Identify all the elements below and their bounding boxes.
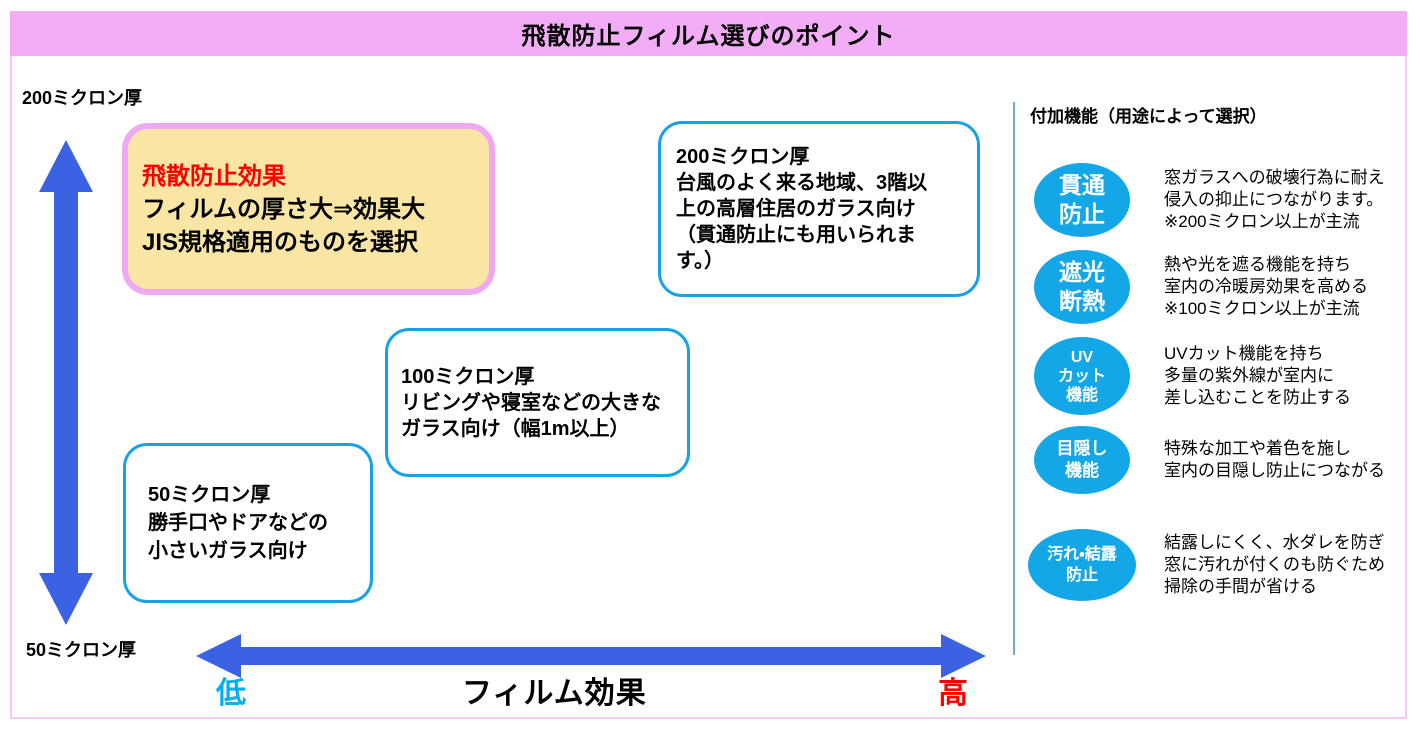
effect-axis-label: フィルム効果 bbox=[462, 677, 647, 710]
thickness-bottom-label: 50ミクロン厚 bbox=[26, 640, 137, 660]
feature-badge-slot: 遮光 断熱 bbox=[1028, 250, 1136, 324]
film-box-50: 50ミクロン厚 勝手口やドアなどの 小さいガラス向け bbox=[123, 443, 373, 603]
feature-description: UVカット機能を持ち 多量の紫外線が室内に 差し込むことを防止する bbox=[1164, 344, 1351, 407]
feature-description: 特殊な加工や着色を施し 室内の目隠し防止につながる bbox=[1164, 439, 1385, 480]
title-bar: 飛散防止フィルム選びのポイント bbox=[10, 11, 1407, 56]
feature-row-privacy: 目隠し 機能 特殊な加工や着色を施し 室内の目隠し防止につながる bbox=[1028, 422, 1410, 498]
features-heading: 付加機能（用途によって選択） bbox=[1030, 107, 1267, 126]
feature-badge: 汚れ・結露 防止 bbox=[1028, 529, 1136, 601]
feature-badge-label: UV カット 機能 bbox=[1057, 348, 1106, 404]
feature-badge: 貫通 防止 bbox=[1034, 163, 1130, 237]
feature-badge-label: 遮光 断熱 bbox=[1059, 259, 1105, 314]
feature-badge: 遮光 断熱 bbox=[1034, 250, 1130, 324]
thickness-top-label: 200ミクロン厚 bbox=[22, 88, 143, 108]
highlight-heading: 飛散防止効果 bbox=[142, 162, 286, 190]
effect-axis-double-arrow-icon bbox=[196, 634, 986, 678]
feature-row-penetration: 貫通 防止 窓ガラスへの破壊行為に耐え 侵入の抑止につながります。 ※200ミク… bbox=[1028, 160, 1410, 240]
feature-badge: 目隠し 機能 bbox=[1034, 426, 1130, 494]
film-box-title: 200ミクロン厚 bbox=[676, 146, 810, 168]
feature-description: 結露しにくく、水ダレを防ぎ 窓に汚れが付くのも防ぐため 掃除の手間が省ける bbox=[1164, 533, 1385, 596]
feature-badge-label: 貫通 防止 bbox=[1059, 172, 1105, 227]
feature-badge-slot: 目隠し 機能 bbox=[1028, 426, 1136, 494]
film-box-title: 100ミクロン厚 bbox=[401, 365, 535, 388]
feature-description: 窓ガラスへの破壊行為に耐え 侵入の抑止につながります。 ※200ミクロン以上が主… bbox=[1164, 168, 1385, 231]
feature-badge-slot: 汚れ・結露 防止 bbox=[1028, 529, 1136, 601]
feature-row-shading: 遮光 断熱 熱や光を遮る機能を持ち 室内の冷暖房効果を高める ※100ミクロン以… bbox=[1028, 247, 1410, 327]
features-divider bbox=[1013, 102, 1015, 655]
feature-row-uv-cut: UV カット 機能 UVカット機能を持ち 多量の紫外線が室内に 差し込むことを防… bbox=[1028, 335, 1410, 417]
effect-low-label: 低 bbox=[216, 677, 246, 710]
feature-badge-label: 汚れ・結露 防止 bbox=[1047, 546, 1117, 584]
film-box-body: 勝手口やドアなどの 小さいガラス向け bbox=[148, 512, 328, 562]
feature-badge-slot: 貫通 防止 bbox=[1028, 163, 1136, 237]
effect-high-label: 高 bbox=[938, 677, 968, 710]
highlight-box: 飛散防止効果 フィルムの厚さ大⇒効果大 JIS規格適用のものを選択 bbox=[122, 123, 495, 295]
film-box-title: 50ミクロン厚 bbox=[148, 484, 271, 506]
film-box-100: 100ミクロン厚 リビングや寝室などの大きな ガラス向け（幅1m以上） bbox=[385, 328, 690, 477]
feature-badge-label: 目隠し 機能 bbox=[1056, 439, 1108, 480]
feature-row-anti-condensation: 汚れ・結露 防止 結露しにくく、水ダレを防ぎ 窓に汚れが付くのも防ぐため 掃除の… bbox=[1028, 526, 1410, 604]
feature-badge-slot: UV カット 機能 bbox=[1028, 337, 1136, 415]
highlight-body: フィルムの厚さ大⇒効果大 JIS規格適用のものを選択 bbox=[142, 195, 426, 256]
film-box-body: リビングや寝室などの大きな ガラス向け（幅1m以上） bbox=[401, 391, 661, 440]
page-title: 飛散防止フィルム選びのポイント bbox=[521, 23, 896, 50]
feature-badge: UV カット 機能 bbox=[1034, 337, 1130, 415]
film-box-body: 台風のよく来る地域、3階以 上の高層住居のガラス向け （貫通防止にも用いられま … bbox=[676, 172, 928, 272]
film-box-200: 200ミクロン厚 台風のよく来る地域、3階以 上の高層住居のガラス向け （貫通防… bbox=[658, 121, 980, 297]
thickness-axis-double-arrow-icon bbox=[39, 140, 93, 625]
feature-description: 熱や光を遮る機能を持ち 室内の冷暖房効果を高める ※100ミクロン以上が主流 bbox=[1164, 255, 1368, 318]
